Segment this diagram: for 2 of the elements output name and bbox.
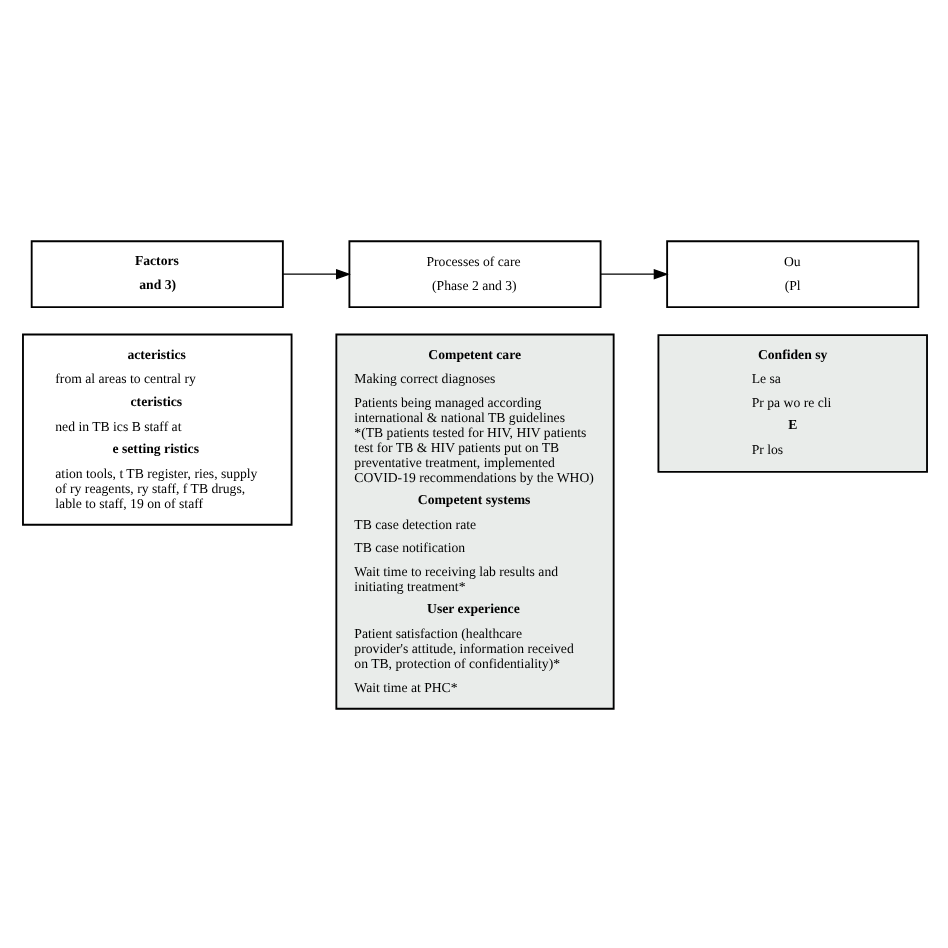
arrow [281, 267, 350, 279]
arrow [599, 267, 668, 279]
